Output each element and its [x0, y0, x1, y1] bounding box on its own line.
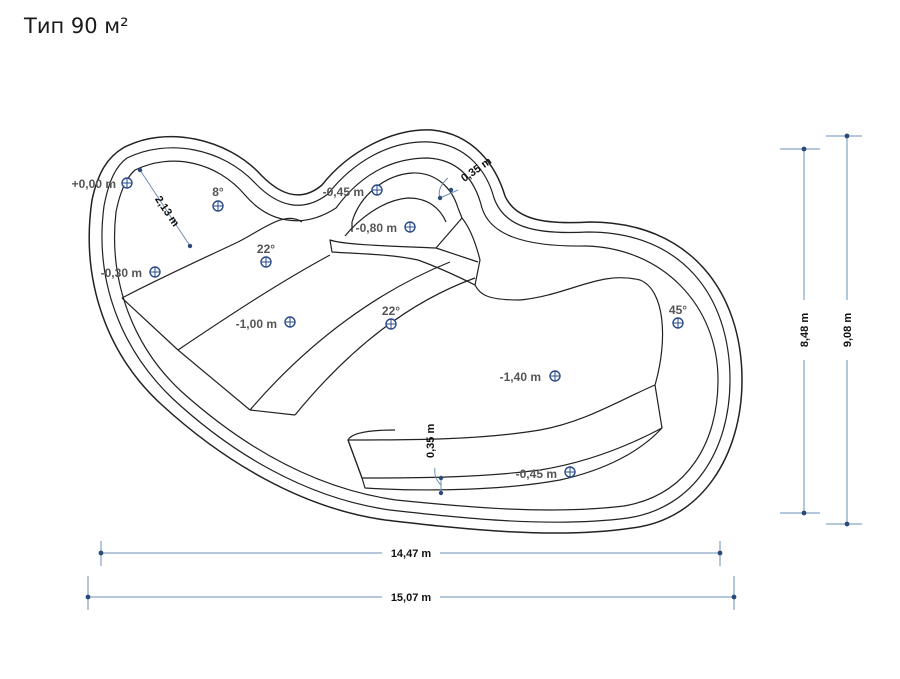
angle-label-2: 22°: [257, 242, 275, 256]
round-step-block: [329, 217, 481, 286]
round-step-side: [435, 247, 479, 263]
step-width-label: 2,13 m: [152, 194, 181, 229]
angle-label-1: 8°: [212, 185, 224, 199]
bench-top: [347, 384, 663, 479]
dim-dot: [437, 195, 443, 201]
round-step-inner-ledge: [351, 207, 463, 232]
inner-length-label: 14,47 m: [391, 548, 432, 560]
depth-label-deep: -1,40 m: [500, 370, 541, 384]
small-step-bottom-label: 0,35 m: [425, 424, 437, 458]
small-step-bottom-dim: [434, 467, 442, 486]
bench-top-back: [347, 429, 396, 441]
deep-area-boundary: [474, 277, 664, 386]
outer-width-label: 9,08 m: [842, 313, 854, 347]
dim-dot: [717, 550, 723, 556]
angle-marker-1: 8°: [212, 185, 224, 212]
step-width-dim-line: [139, 169, 191, 247]
pool-interior-wall: [113, 157, 719, 511]
round-step-inner-arc: [344, 197, 447, 237]
label-bg: [796, 300, 812, 360]
dim-dot: [844, 521, 850, 527]
stair-line-5: [249, 261, 451, 411]
label-bg: [839, 300, 855, 360]
stair-line-4: [177, 349, 251, 411]
dim-dot: [844, 133, 850, 139]
angle-label-4: 45°: [669, 303, 687, 317]
angle-marker-3: 22°: [382, 304, 400, 330]
dim-dot: [801, 146, 807, 152]
inner-width-label: 8,48 m: [799, 313, 811, 347]
dim-dot: [448, 187, 454, 193]
label-bg: [382, 589, 440, 605]
depth-marker-bench: -0,45 m: [516, 466, 576, 481]
depth-marker-round-step-outer: -0,45 m: [323, 184, 383, 199]
depth-label-round-step-outer: -0,45 m: [323, 185, 364, 199]
dim-dot: [98, 550, 104, 556]
page-title: Тип 90 м²: [24, 14, 129, 38]
stair-line-3: [177, 254, 331, 351]
pool-outer-outline: [88, 129, 743, 534]
depth-label-step-left: -0,30 m: [101, 266, 142, 280]
label-bg: [382, 545, 440, 561]
dim-dot: [187, 243, 193, 249]
depth-marker-top-left: +0,00 m: [72, 177, 133, 191]
depth-marker-round-step-inner: -0,80 m: [356, 221, 416, 235]
small-step-top-label: 0,35 m: [459, 155, 494, 185]
stair-line-2: [121, 297, 179, 351]
depth-label-bench: -0,45 m: [516, 467, 557, 481]
outer-length-label: 15,07 m: [391, 592, 432, 604]
dim-dot: [137, 167, 143, 173]
depth-marker-step-left: -0,30 m: [101, 266, 161, 280]
depth-marker-mid-left: -1,00 m: [236, 316, 296, 331]
dim-dot: [731, 594, 737, 600]
depth-label-mid-left: -1,00 m: [236, 317, 277, 331]
depth-marker-deep: -1,40 m: [500, 370, 561, 384]
angle-marker-2: 22°: [257, 242, 275, 268]
angle-label-3: 22°: [382, 304, 400, 318]
stair-line-6: [249, 409, 296, 416]
dim-dot: [801, 510, 807, 516]
depth-label-top-left: +0,00 m: [72, 177, 116, 191]
dim-dot: [438, 490, 444, 496]
angle-marker-4: 45°: [669, 303, 687, 329]
depth-label-round-step-inner: -0,80 m: [356, 221, 397, 235]
small-step-top-dim-line: [439, 189, 459, 199]
stair-line-7: [294, 277, 476, 416]
dim-dot: [85, 594, 91, 600]
bench-front: [347, 427, 663, 491]
pool-coping-edge: [101, 141, 731, 523]
stair-line-1: [121, 217, 303, 299]
dim-dot: [438, 475, 444, 481]
